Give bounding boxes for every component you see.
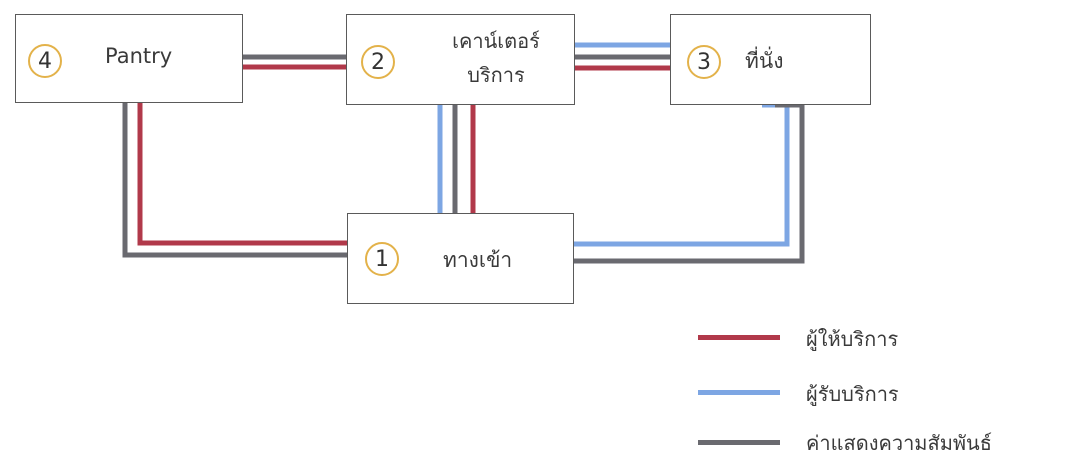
node-pantry: 4 Pantry xyxy=(15,14,243,103)
legend-swatch-relation xyxy=(698,440,780,445)
node-number-1: 1 xyxy=(365,242,399,276)
node-label-seating: ที่นั่ง xyxy=(745,49,784,73)
legend-label-receiver: ผู้รับบริการ xyxy=(806,382,899,406)
legend-label-provider: ผู้ให้บริการ xyxy=(806,327,899,351)
node-counter: 2 เคาน์เตอร์ บริการ xyxy=(346,14,575,105)
node-number-3: 3 xyxy=(687,45,721,79)
link-seating-entrance xyxy=(574,102,805,264)
node-label-entrance: ทางเข้า xyxy=(443,248,513,272)
node-label-pantry: Pantry xyxy=(105,44,173,68)
legend-swatch-receiver xyxy=(698,390,780,395)
node-number-4: 4 xyxy=(28,44,62,78)
legend-swatch-provider xyxy=(698,335,780,340)
node-seating: 3 ที่นั่ง xyxy=(670,14,871,105)
legend-label-relation: ค่าแสดงความสัมพันธ์ xyxy=(806,431,992,455)
node-number-2: 2 xyxy=(361,45,395,79)
link-pantry-counter xyxy=(243,54,346,70)
node-label-counter-line2: บริการ xyxy=(467,63,525,87)
link-counter-seating xyxy=(575,42,670,71)
node-entrance: 1 ทางเข้า xyxy=(347,213,574,304)
link-pantry-entrance xyxy=(122,103,347,258)
link-counter-entrance xyxy=(437,105,476,213)
node-label-counter-line1: เคาน์เตอร์ xyxy=(452,29,540,53)
